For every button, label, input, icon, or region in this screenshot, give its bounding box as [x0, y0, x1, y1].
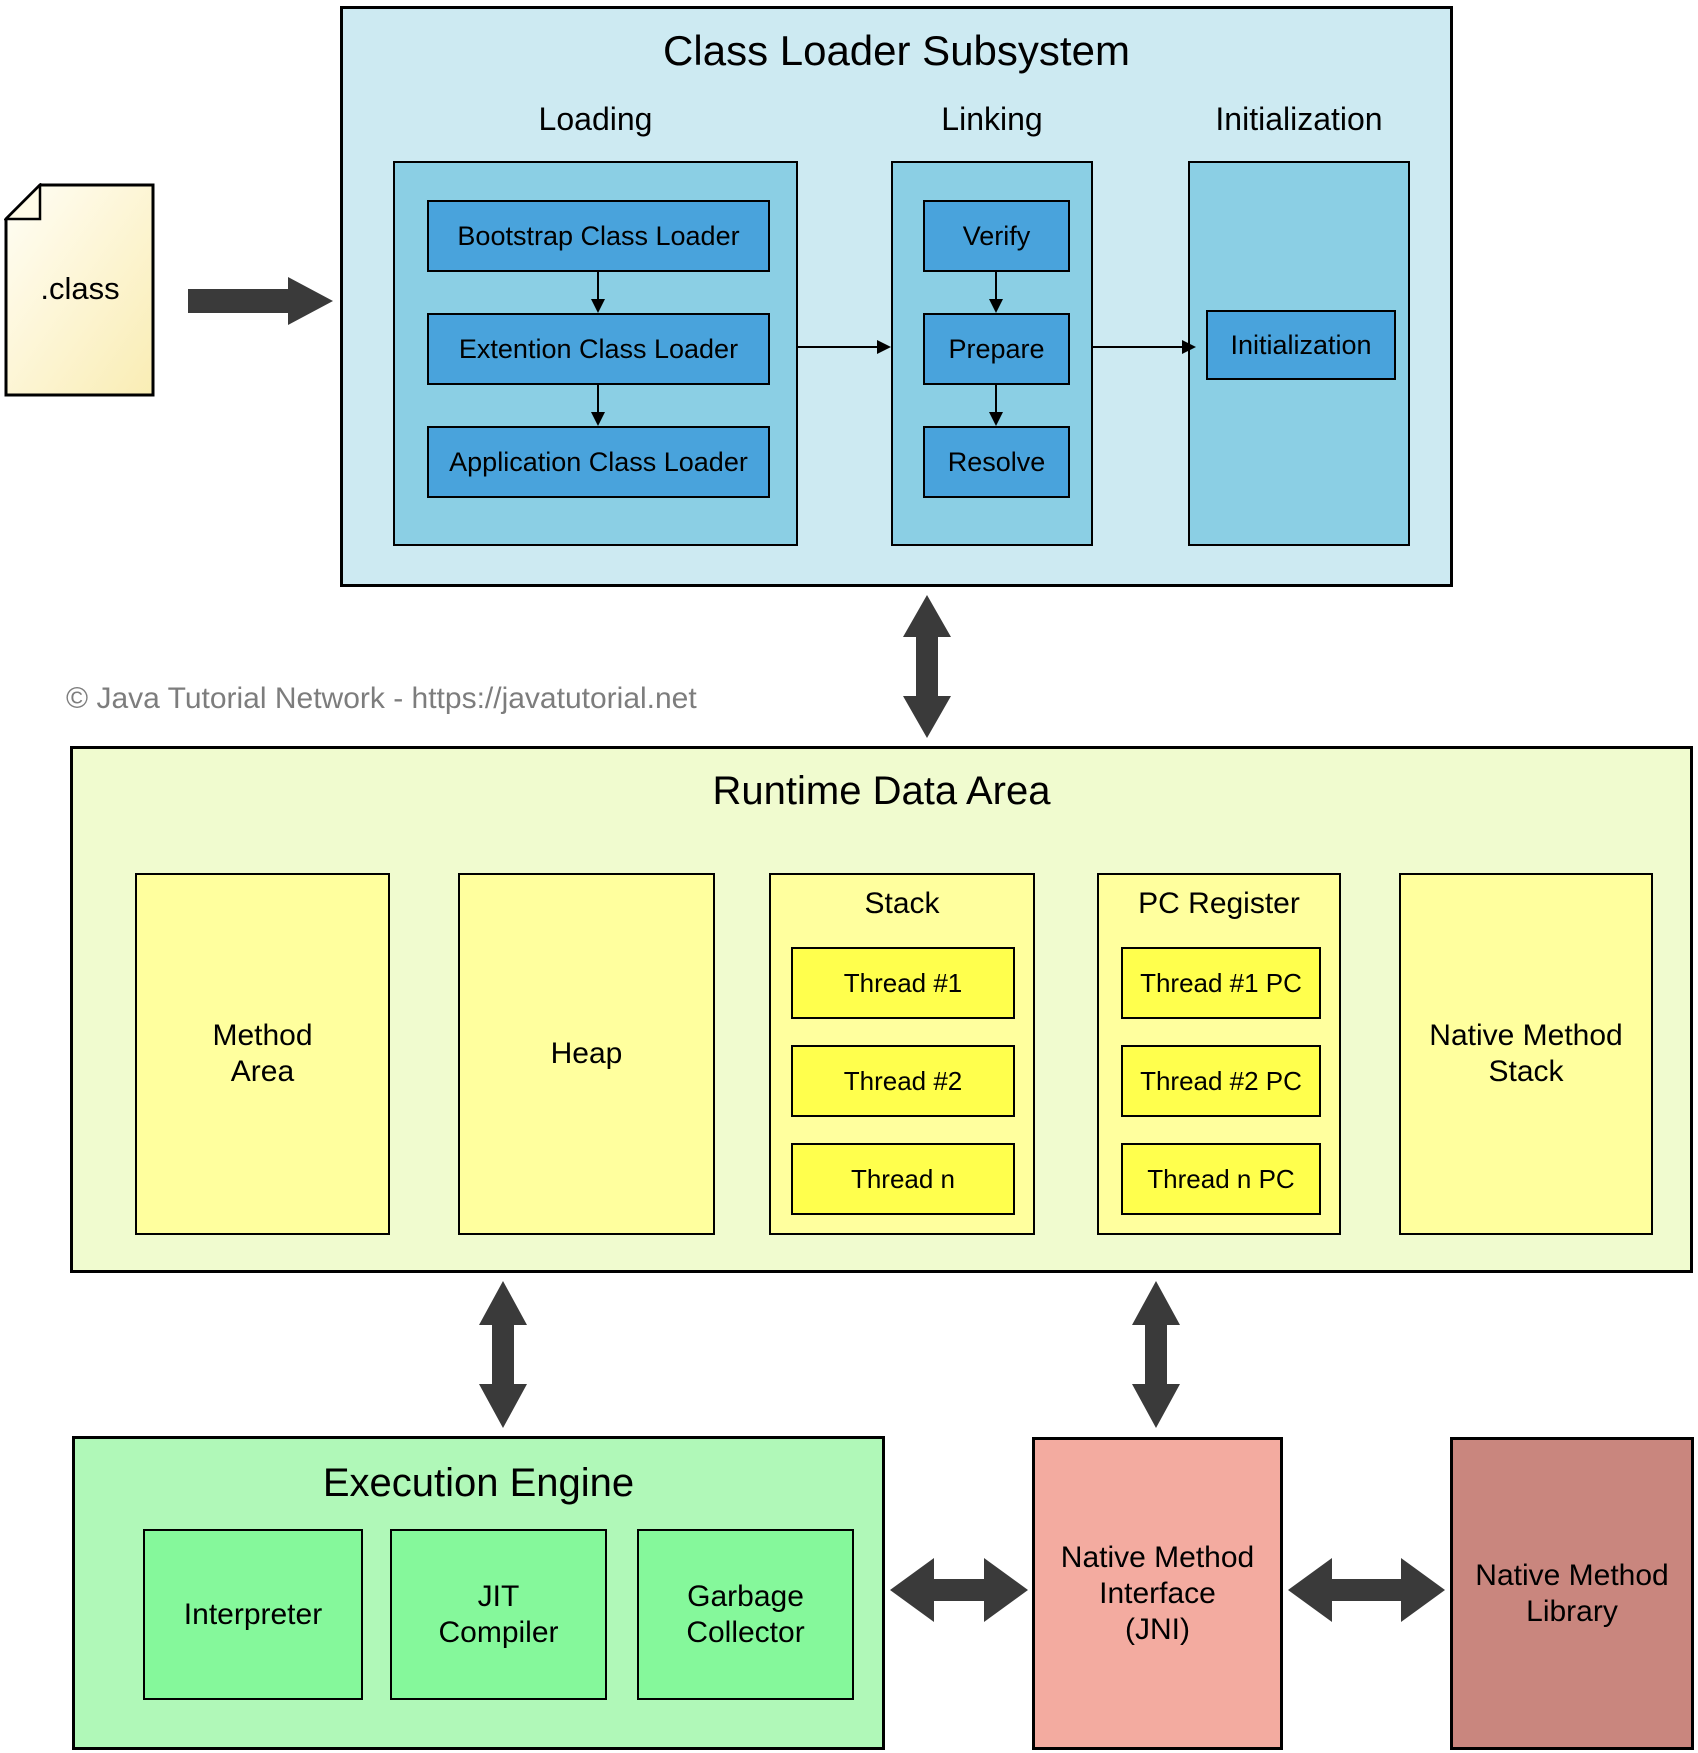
initialization-label: Initialization: [1215, 101, 1383, 137]
resolve-box: Resolve: [923, 426, 1070, 498]
thread-n-pc-box: Thread n PC: [1121, 1143, 1321, 1215]
bootstrap-class-loader-box: Bootstrap Class Loader: [427, 200, 770, 272]
native-method-interface-box: Native Method Interface (JNI): [1032, 1437, 1283, 1750]
pc-register-box: PC Register Thread #1 PC Thread #2 PC Th…: [1097, 873, 1341, 1235]
verify-box: Verify: [923, 200, 1070, 272]
native-method-stack-box: Native Method Stack: [1399, 873, 1653, 1235]
class-file-label: .class: [40, 271, 120, 306]
arrow-loading-to-linking-icon: [798, 340, 891, 354]
application-class-loader-box: Application Class Loader: [427, 426, 770, 498]
arrow-down-icon: [989, 385, 1003, 426]
arrow-runtime-execution-icon: [479, 1281, 527, 1428]
native-method-library-box: Native Method Library: [1450, 1437, 1694, 1750]
arrow-classloader-runtime-icon: [903, 595, 951, 738]
linking-label: Linking: [941, 101, 1043, 137]
thread-2-pc-box: Thread #2 PC: [1121, 1045, 1321, 1117]
arrow-jni-library-icon: [1288, 1558, 1445, 1622]
linking-column: Verify Prepare Resolve: [891, 161, 1093, 546]
arrow-linking-to-initialization-icon: [1093, 340, 1196, 354]
execution-engine-title: Execution Engine: [322, 1461, 635, 1505]
class-file-icon: .class: [4, 183, 156, 398]
thread-n-box: Thread n: [791, 1143, 1015, 1215]
runtime-data-area: Runtime Data Area Method Area Heap Stack…: [70, 746, 1693, 1273]
arrow-execution-jni-icon: [890, 1558, 1028, 1622]
arrow-down-icon: [989, 272, 1003, 313]
loading-column: Bootstrap Class Loader Extention Class L…: [393, 161, 798, 546]
arrow-down-icon: [591, 272, 605, 313]
interpreter-box: Interpreter: [143, 1529, 363, 1700]
arrow-runtime-jni-icon: [1132, 1281, 1180, 1428]
stack-title: Stack: [864, 887, 940, 920]
pc-register-title: PC Register: [1138, 887, 1300, 920]
heap-box: Heap: [458, 873, 715, 1235]
extension-class-loader-box: Extention Class Loader: [427, 313, 770, 385]
document-shape-icon: [4, 183, 155, 397]
initialization-column: Initialization: [1188, 161, 1410, 546]
garbage-collector-box: Garbage Collector: [637, 1529, 854, 1700]
loading-label: Loading: [538, 101, 653, 137]
runtime-title: Runtime Data Area: [712, 769, 1051, 813]
stack-box: Stack Thread #1 Thread #2 Thread n: [769, 873, 1035, 1235]
thread-1-pc-box: Thread #1 PC: [1121, 947, 1321, 1019]
thread-2-box: Thread #2: [791, 1045, 1015, 1117]
jit-compiler-box: JIT Compiler: [390, 1529, 607, 1700]
execution-engine: Execution Engine Interpreter JIT Compile…: [72, 1436, 885, 1750]
initialization-box: Initialization: [1206, 310, 1396, 380]
copyright-text: © Java Tutorial Network - https://javatu…: [66, 682, 697, 715]
class-loader-subsystem: Class Loader Subsystem Loading Linking I…: [340, 6, 1453, 587]
class-loader-title: Class Loader Subsystem: [663, 27, 1130, 74]
arrow-down-icon: [591, 385, 605, 426]
method-area-box: Method Area: [135, 873, 390, 1235]
prepare-box: Prepare: [923, 313, 1070, 385]
thread-1-box: Thread #1: [791, 947, 1015, 1019]
arrow-class-to-loader-icon: [188, 277, 333, 325]
